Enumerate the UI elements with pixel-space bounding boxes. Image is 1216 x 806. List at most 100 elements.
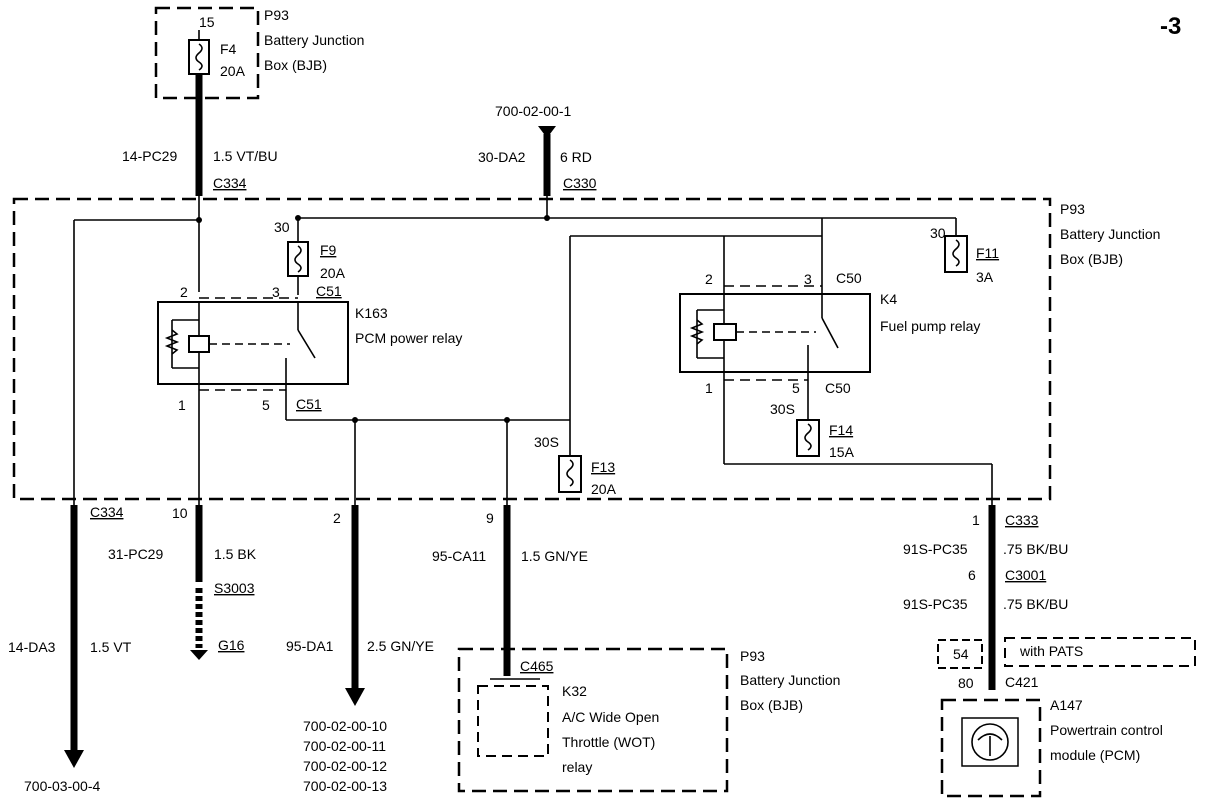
f13-name: F13 — [591, 459, 615, 475]
k4-conn-top: C50 — [836, 270, 862, 286]
bjb2-ref: P93 — [740, 648, 765, 664]
f14-name: F14 — [829, 422, 853, 438]
wire-da2-circuit: 30-DA2 — [478, 149, 526, 165]
out-pin1-connector2: C3001 — [1005, 567, 1046, 583]
k163-pin5: 5 — [262, 397, 270, 413]
out-pin2-ref-3: 700-02-00-13 — [303, 778, 387, 794]
k163-pin2: 2 — [180, 284, 188, 300]
f9-rating: 20A — [320, 265, 346, 281]
out-pin1-pin6: 6 — [968, 567, 976, 583]
f4-element — [195, 43, 203, 71]
out-pin10-pin: 10 — [172, 505, 188, 521]
out-pin1-circuit2: 91S-PC35 — [903, 596, 968, 612]
bjb-k32-outline — [457, 647, 729, 793]
bjb-main-outline — [12, 197, 1052, 501]
k163-coil-icon — [188, 335, 210, 353]
a147-ref: A147 — [1050, 697, 1083, 713]
k4-switch-icon — [821, 317, 839, 349]
f14-pin: 30S — [770, 401, 795, 417]
f9-element — [294, 245, 302, 273]
out-pin2-ref-2: 700-02-00-12 — [303, 758, 387, 774]
out-c334-spec: 1.5 VT — [90, 639, 132, 655]
wire-pc29-connector: C334 — [213, 175, 247, 191]
out-pin1-spec2: .75 BK/BU — [1003, 596, 1068, 612]
f4-pin: 15 — [199, 14, 215, 30]
k32-ref: K32 — [562, 683, 587, 699]
k163-conn-top: C51 — [316, 283, 342, 299]
wire-da2-spec: 6 RD — [560, 149, 592, 165]
out-pin9-circuit: 95-CA11 — [432, 548, 486, 564]
k163-pin3: 3 — [272, 284, 280, 300]
f14-element — [804, 423, 812, 451]
da1-arrow-icon — [345, 688, 365, 706]
out-pin9-spec: 1.5 GN/YE — [521, 548, 588, 564]
da3-arrow-icon — [64, 750, 84, 768]
pcm-symbol-detail — [977, 733, 1003, 756]
bjb-name2-main: Box (BJB) — [1060, 251, 1123, 267]
out-pin10-ground: G16 — [218, 637, 245, 653]
fuse-f14-icon — [796, 419, 820, 457]
wire-pc29-circuit: 14-PC29 — [122, 148, 177, 164]
out-pin10-spec: 1.5 BK — [214, 546, 257, 562]
f14-rating: 15A — [829, 444, 855, 460]
wire-pc29-spec: 1.5 VT/BU — [213, 148, 278, 164]
fuse-f4-icon — [188, 39, 210, 75]
k4-pin3: 3 — [804, 271, 812, 287]
pcm-outline — [940, 698, 1042, 798]
out-pin1-circuit: 91S-PC35 — [903, 541, 968, 557]
fuse-f13-icon — [558, 455, 582, 493]
f13-element — [566, 459, 574, 487]
k4-pin5: 5 — [792, 380, 800, 396]
k163-pin1: 1 — [178, 397, 186, 413]
pats-pin80: 80 — [958, 675, 974, 691]
out-pin1-connector: C333 — [1005, 512, 1039, 528]
f4-name: F4 — [220, 41, 237, 57]
out-pin1-pin: 1 — [972, 512, 980, 528]
f13-rating: 20A — [591, 481, 617, 497]
out-pin2-ref-0: 700-02-00-10 — [303, 718, 387, 734]
pats-pin: 54 — [953, 646, 969, 662]
relay-k32-outline — [477, 685, 549, 757]
wire-da2-connector: C330 — [563, 175, 597, 191]
pcm-symbol-icon — [971, 723, 1009, 761]
k32-name3: relay — [562, 759, 592, 775]
ground-icon — [190, 650, 208, 660]
f4-rating: 20A — [220, 63, 246, 79]
k4-ref: K4 — [880, 291, 897, 307]
k4-resistor-icon — [689, 319, 705, 345]
f11-name: F11 — [976, 245, 999, 261]
bjb-name1-top: Battery Junction — [264, 32, 364, 48]
bjb-name1-main: Battery Junction — [1060, 226, 1160, 242]
k4-conn-bot: C50 — [825, 380, 851, 396]
out-c334-connector: C334 — [90, 504, 124, 520]
fuse-f9-icon — [287, 241, 309, 277]
out-pin2-spec: 2.5 GN/YE — [367, 638, 434, 654]
f11-element — [952, 239, 960, 267]
k4-pin1: 1 — [705, 380, 713, 396]
out-c334-ref: 700-03-00-4 — [24, 778, 100, 794]
f9-name: F9 — [320, 242, 337, 258]
k4-name: Fuel pump relay — [880, 318, 980, 334]
da2-ref: 700-02-00-1 — [495, 103, 571, 119]
out-c334-circuit: 14-DA3 — [8, 639, 56, 655]
k163-conn-bot: C51 — [296, 396, 322, 412]
page-marker: -3 — [1160, 13, 1181, 40]
bjb-name2-top: Box (BJB) — [264, 57, 327, 73]
out-pin2-ref-1: 700-02-00-11 — [303, 738, 386, 754]
pats-label: with PATS — [1019, 643, 1083, 659]
bjb2-name2: Box (BJB) — [740, 697, 803, 713]
bjb-ref-top: P93 — [264, 7, 289, 23]
bjb-ref-main: P93 — [1060, 201, 1085, 217]
out-pin10-splice: S3003 — [214, 580, 255, 596]
f13-pin: 30S — [534, 434, 559, 450]
out-pin2-pin: 2 — [333, 510, 341, 526]
k163-switch-icon — [297, 329, 316, 359]
f9-pin: 30 — [274, 219, 290, 235]
f11-rating: 3A — [976, 269, 994, 285]
fuse-f11-icon — [944, 235, 968, 273]
out-pin9-pin: 9 — [486, 510, 494, 526]
out-pin9-connector: C465 — [520, 658, 554, 674]
relay-k4-outline — [679, 293, 871, 373]
k4-pin2: 2 — [705, 271, 713, 287]
